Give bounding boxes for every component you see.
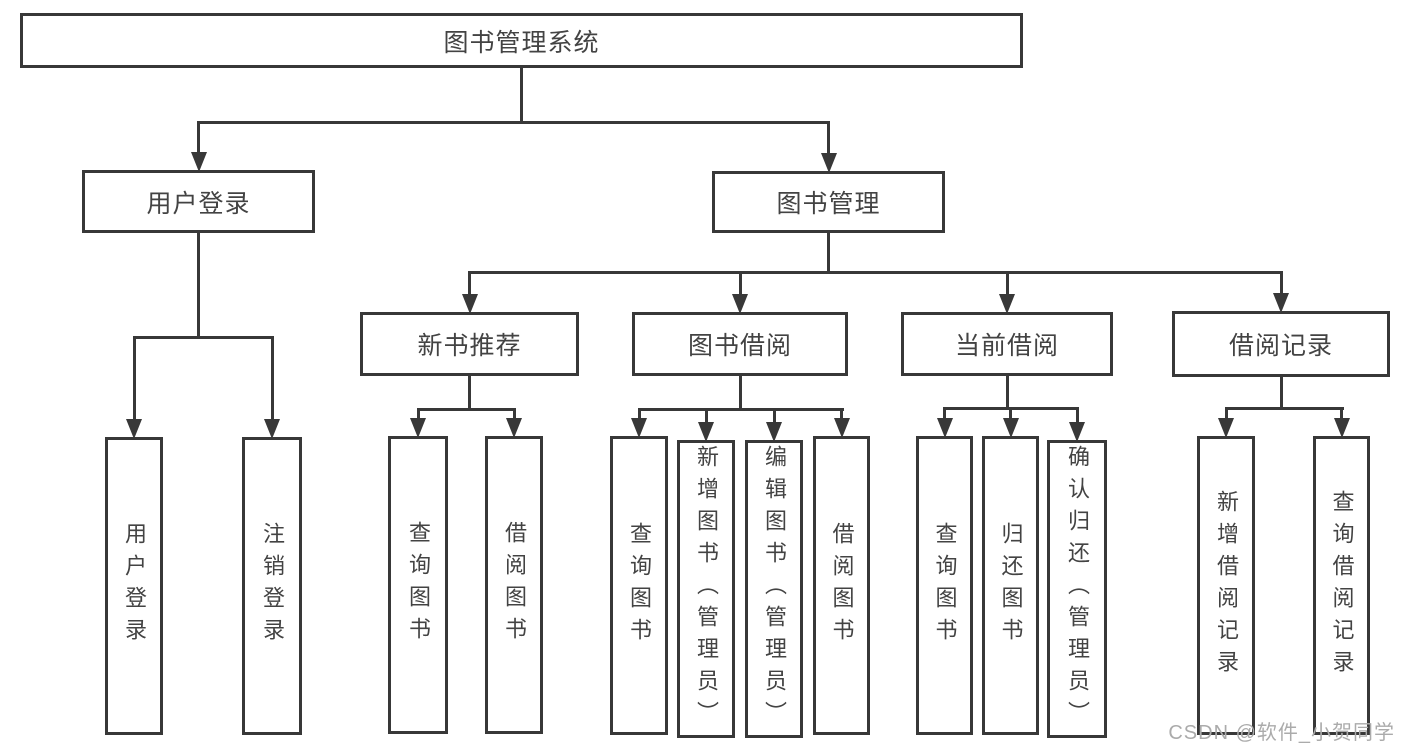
arrow-down-icon	[698, 422, 714, 442]
connector-stem-book-management	[827, 231, 830, 274]
connector-drop-query-book-current	[943, 407, 946, 420]
arrow-down-icon	[821, 153, 837, 173]
node-return-book: 归还图书	[982, 436, 1039, 735]
connector-drop-add-borrow-record	[1225, 407, 1228, 420]
arrow-down-icon	[126, 419, 142, 439]
connector-drop-borrow-records	[1280, 271, 1283, 295]
connector-stem-new-book-recommend	[468, 374, 471, 411]
node-add-borrow-record: 新增借阅记录	[1197, 436, 1255, 735]
node-query-book-recommend-label: 查询图书	[406, 521, 431, 649]
connector-drop-logout	[271, 336, 274, 421]
node-user-login-label: 用户登录	[146, 189, 251, 218]
node-user-login-vertical: 用户登录	[105, 437, 163, 735]
node-return-book-label: 归还图书	[998, 521, 1024, 650]
arrow-down-icon	[937, 418, 953, 438]
arrow-down-icon	[1334, 418, 1350, 438]
node-query-book-borrow: 查询图书	[610, 436, 668, 735]
node-query-book-recommend: 查询图书	[388, 436, 448, 734]
node-root-label: 图书管理系统	[443, 28, 600, 57]
node-book-management-label: 图书管理	[776, 190, 881, 218]
connector-branch-book-borrow	[638, 408, 844, 411]
node-logout: 注销登录	[242, 437, 302, 735]
connector-branch-user-login	[133, 336, 274, 339]
connector-drop-query-borrow-record	[1340, 407, 1343, 420]
connector-drop-query-book-borrow	[638, 408, 641, 420]
node-book-borrow-label: 图书借阅	[687, 332, 792, 360]
node-new-book-recommend-label: 新书推荐	[417, 332, 522, 360]
node-query-book-borrow-label: 查询图书	[627, 521, 652, 650]
arrow-down-icon	[462, 294, 478, 314]
arrow-down-icon	[631, 418, 647, 438]
node-query-borrow-record-label: 查询借阅记录	[1329, 489, 1355, 682]
node-current-borrow: 当前借阅	[901, 312, 1113, 376]
connector-branch-borrow-records	[1225, 407, 1344, 410]
arrow-down-icon	[999, 294, 1015, 314]
arrow-down-icon	[834, 418, 850, 438]
connector-branch-book-management	[468, 271, 1283, 274]
connector-drop-edit-book-admin	[773, 408, 776, 424]
connector-drop-borrow-book-recommend	[513, 408, 516, 420]
arrow-down-icon	[506, 418, 522, 438]
connector-drop-confirm-return-admin	[1076, 407, 1079, 424]
node-add-book-admin-label: 新增图书（管理员）	[694, 445, 719, 733]
connector-branch-new-book-recommend	[417, 408, 516, 411]
node-user-login: 用户登录	[82, 170, 315, 233]
node-root: 图书管理系统	[20, 13, 1023, 68]
node-add-borrow-record-label: 新增借阅记录	[1214, 489, 1239, 682]
node-new-book-recommend: 新书推荐	[360, 312, 579, 376]
connector-drop-query-book-recommend	[417, 408, 420, 420]
node-borrow-book-recommend: 借阅图书	[485, 436, 543, 734]
connector-drop-user-login	[197, 121, 200, 154]
arrow-down-icon	[1273, 293, 1289, 313]
node-confirm-return-admin-label: 确认归还（管理员）	[1065, 445, 1090, 733]
connector-drop-new-book-recommend	[468, 271, 471, 296]
connector-drop-borrow-book	[840, 408, 843, 420]
node-query-book-current-label: 查询图书	[932, 521, 958, 650]
connector-drop-book-borrow	[739, 271, 742, 296]
connector-stem-book-borrow	[739, 374, 742, 411]
watermark: CSDN @软件_小贺同学	[1168, 722, 1395, 744]
node-current-borrow-label: 当前借阅	[954, 332, 1059, 360]
arrow-down-icon	[1069, 422, 1085, 442]
node-borrow-book-recommend-label: 借阅图书	[502, 521, 527, 649]
node-query-borrow-record: 查询借阅记录	[1313, 436, 1370, 735]
arrow-down-icon	[1003, 418, 1019, 438]
node-confirm-return-admin: 确认归还（管理员）	[1047, 440, 1107, 738]
connector-drop-return-book	[1009, 407, 1012, 420]
connector-branch-root	[197, 121, 830, 124]
connector-stem-user-login	[197, 231, 200, 339]
node-book-management: 图书管理	[712, 171, 945, 233]
arrow-down-icon	[766, 422, 782, 442]
arrow-down-icon	[264, 419, 280, 439]
node-logout-label: 注销登录	[260, 522, 285, 650]
node-borrow-records: 借阅记录	[1172, 311, 1390, 377]
arrow-down-icon	[1218, 418, 1234, 438]
connector-drop-current-borrow	[1006, 271, 1009, 296]
node-borrow-book: 借阅图书	[813, 436, 870, 735]
node-edit-book-admin-label: 编辑图书（管理员）	[762, 445, 787, 733]
arrow-down-icon	[191, 152, 207, 172]
connector-drop-book-management	[827, 121, 830, 155]
connector-drop-user-login-vertical	[133, 336, 136, 421]
connector-stem-borrow-records	[1280, 375, 1283, 410]
node-user-login-vertical-label: 用户登录	[122, 522, 147, 650]
connector-stem-current-borrow	[1006, 374, 1009, 410]
node-borrow-records-label: 借阅记录	[1228, 332, 1333, 360]
connector-stem-root	[520, 66, 523, 124]
node-borrow-book-label: 借阅图书	[829, 521, 855, 650]
connector-drop-add-book-admin	[705, 408, 708, 424]
node-book-borrow: 图书借阅	[632, 312, 848, 376]
node-query-book-current: 查询图书	[916, 436, 973, 735]
arrow-down-icon	[732, 294, 748, 314]
node-edit-book-admin: 编辑图书（管理员）	[745, 440, 803, 738]
node-add-book-admin: 新增图书（管理员）	[677, 440, 735, 738]
arrow-down-icon	[410, 418, 426, 438]
